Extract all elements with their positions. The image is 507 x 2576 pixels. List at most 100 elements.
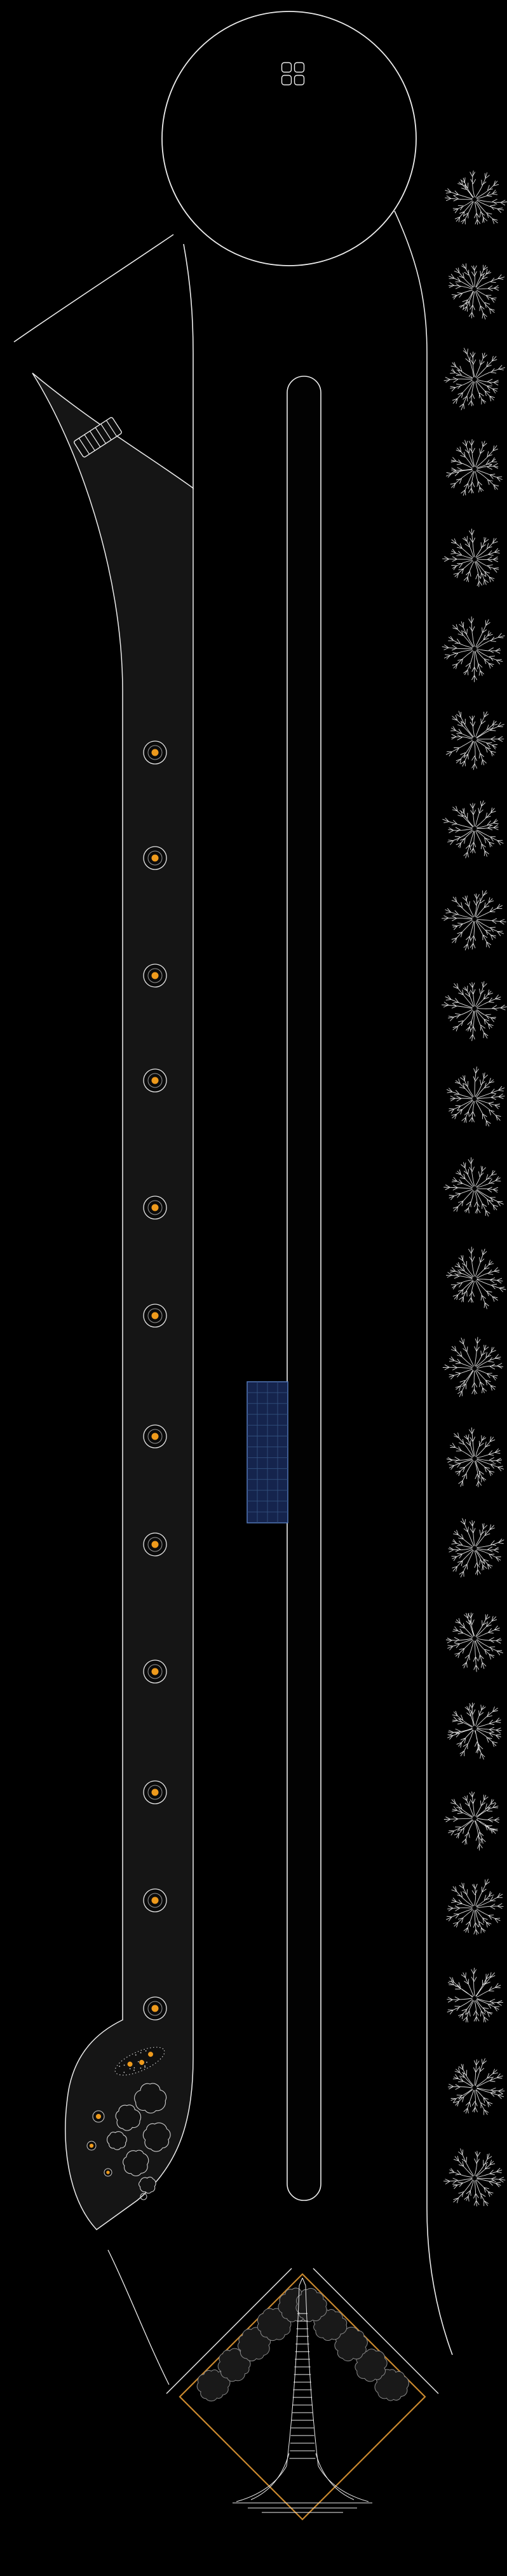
tree-planter bbox=[143, 1996, 167, 2021]
palm-tree-symbol bbox=[446, 1427, 504, 1487]
garden-shrub bbox=[139, 2176, 156, 2194]
roundabout-hub-tile bbox=[294, 74, 305, 86]
bed-stipple-dot bbox=[133, 2067, 135, 2069]
palm-tree-symbol bbox=[447, 2058, 505, 2115]
garden-pot bbox=[104, 2168, 112, 2177]
bed-stipple-dot bbox=[137, 2061, 139, 2062]
bed-stipple-dot bbox=[146, 2061, 147, 2063]
reflecting-pool bbox=[247, 1381, 288, 1523]
pot-center-dot bbox=[89, 2143, 94, 2148]
plaza-tree bbox=[334, 2326, 368, 2362]
garden-small-ring bbox=[140, 2193, 147, 2200]
planter-inner-ring bbox=[147, 850, 163, 866]
garden-shrub bbox=[142, 2122, 171, 2152]
bed-stipple-dot bbox=[144, 2065, 145, 2067]
tree-planter bbox=[143, 1888, 167, 1912]
plaza-tree bbox=[355, 2348, 388, 2382]
palm-tree-symbol bbox=[448, 263, 505, 320]
palm-tree-symbol bbox=[446, 1067, 505, 1127]
planter-center-dot bbox=[151, 1897, 159, 1904]
plaza-approach-right-line bbox=[313, 2268, 439, 2394]
bed-stipple-dot bbox=[133, 2069, 135, 2071]
bed-stipple-dot bbox=[123, 2064, 125, 2066]
tree-planter bbox=[143, 1424, 167, 1448]
palm-tree-symbol bbox=[442, 616, 505, 683]
tree-planter bbox=[143, 740, 167, 765]
palm-tree-symbol bbox=[443, 2148, 506, 2207]
planter-inner-ring bbox=[147, 1429, 163, 1444]
monument-skirt-right-inner bbox=[315, 2453, 355, 2500]
garden-shrub bbox=[115, 2104, 142, 2131]
bed-plant-dot bbox=[139, 2059, 145, 2065]
planter-center-dot bbox=[151, 2005, 159, 2012]
entry-stairs-symbol bbox=[74, 417, 122, 458]
pot-center-dot bbox=[95, 2113, 102, 2120]
tree-planter bbox=[143, 1068, 167, 1093]
southwest-road-edge bbox=[13, 234, 174, 343]
planter-center-dot bbox=[151, 749, 159, 756]
center-median-island bbox=[287, 376, 321, 2201]
bed-plant-dot bbox=[148, 2052, 154, 2057]
palm-tree-symbol bbox=[443, 1791, 500, 1851]
stairs-step-line bbox=[105, 420, 118, 437]
garden-shrub bbox=[107, 2131, 127, 2150]
promenade-walkway bbox=[32, 372, 194, 2230]
garden-shrub bbox=[134, 2083, 167, 2114]
planter-center-dot bbox=[151, 1789, 159, 1796]
planter-inner-ring bbox=[147, 1664, 163, 1679]
planter-inner-ring bbox=[147, 1537, 163, 1552]
palm-tree-symbol bbox=[446, 1246, 506, 1309]
bed-stipple-dot bbox=[135, 2054, 137, 2056]
palm-tree-symbol bbox=[442, 528, 500, 587]
tree-planter bbox=[143, 964, 167, 988]
palm-tree-symbol bbox=[447, 1967, 504, 2023]
plaza-tree bbox=[313, 2309, 348, 2341]
garden-pot bbox=[92, 2110, 105, 2123]
palm-tree-symbol bbox=[442, 1337, 504, 1397]
planter-inner-ring bbox=[147, 1200, 163, 1215]
monument-mast-right bbox=[305, 2285, 319, 2467]
bed-stipple-dot bbox=[140, 2068, 142, 2069]
planter-center-dot bbox=[151, 1433, 159, 1440]
garden-shrub bbox=[123, 2150, 149, 2177]
stairs-step-line bbox=[95, 427, 106, 444]
palm-tree-symbol bbox=[447, 1702, 502, 1760]
monument-mast-left bbox=[286, 2285, 300, 2467]
palm-tree-symbol bbox=[446, 1879, 504, 1935]
palm-tree-symbol bbox=[442, 890, 506, 951]
planter-inner-ring bbox=[147, 1073, 163, 1088]
boulevard-right-edge bbox=[394, 210, 453, 2355]
monument-skirt-left-inner bbox=[250, 2453, 290, 2500]
planter-center-dot bbox=[151, 1312, 159, 1319]
tree-planter bbox=[143, 1532, 167, 1557]
plaza-approach-curve bbox=[107, 2249, 170, 2385]
tree-planter bbox=[143, 1304, 167, 1328]
tree-planter bbox=[143, 1196, 167, 1220]
plaza-approach-left-line bbox=[166, 2268, 292, 2394]
planter-center-dot bbox=[151, 1204, 159, 1211]
garden-pot bbox=[86, 2141, 97, 2151]
palm-tree-symbol bbox=[445, 439, 503, 496]
monument-elevation-drawing bbox=[233, 2277, 372, 2513]
bed-stipple-dot bbox=[123, 2071, 125, 2073]
planter-inner-ring bbox=[147, 968, 163, 983]
planter-center-dot bbox=[151, 1668, 159, 1675]
planter-inner-ring bbox=[147, 1308, 163, 1323]
planter-center-dot bbox=[151, 1077, 159, 1084]
boulevard-left-edge bbox=[183, 243, 194, 489]
palm-tree-symbol bbox=[448, 1518, 504, 1578]
bed-plant-dot bbox=[127, 2061, 133, 2067]
roundabout-hub-tile bbox=[294, 62, 305, 73]
planter-inner-ring bbox=[147, 2001, 163, 2016]
stairs-step-line bbox=[78, 438, 90, 454]
stairs-outline bbox=[74, 417, 122, 458]
planter-center-dot bbox=[151, 972, 159, 979]
monument-skirt-right-outer bbox=[318, 2465, 369, 2502]
planter-inner-ring bbox=[147, 1785, 163, 1800]
stairs-step-line bbox=[84, 434, 95, 451]
bed-stipple-dot bbox=[140, 2052, 142, 2054]
palm-tree-symbol bbox=[445, 1612, 503, 1672]
bed-stipple-dot bbox=[144, 2066, 146, 2068]
palm-tree-symbol bbox=[442, 981, 507, 1041]
